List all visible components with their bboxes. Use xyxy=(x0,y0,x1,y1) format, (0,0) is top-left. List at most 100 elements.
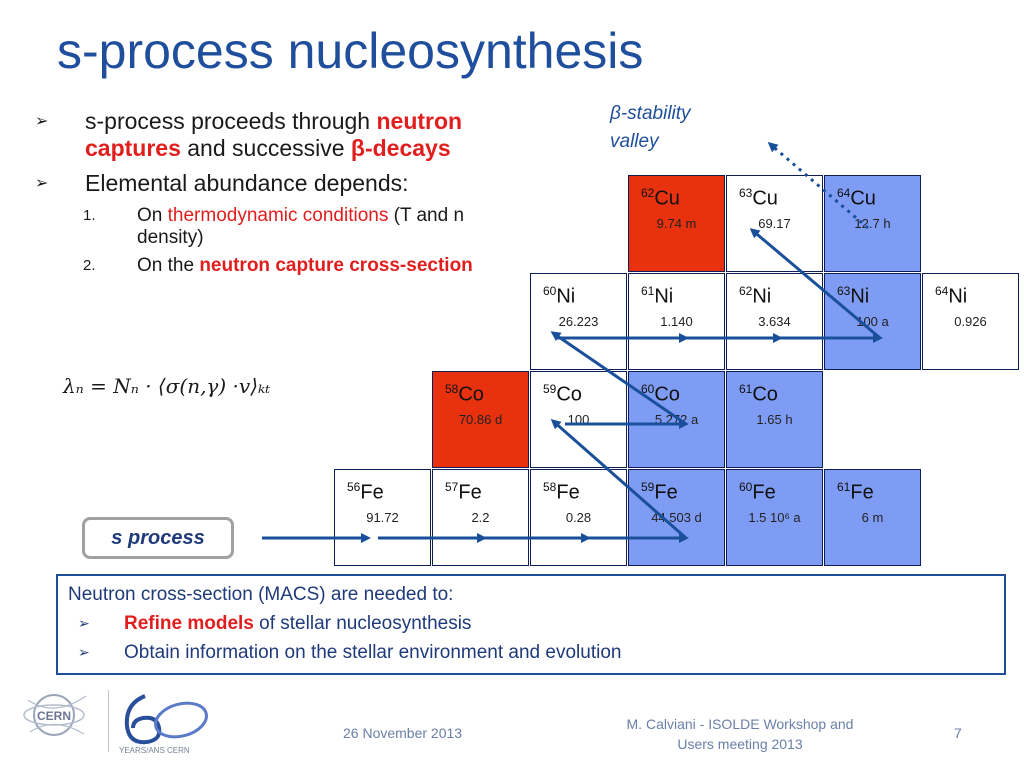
info-text: Obtain information on the stellar enviro… xyxy=(124,642,622,663)
info-item: ➢ Refine models of stellar nucleosynthes… xyxy=(68,609,994,638)
decay-arrow-ni63-cu63 xyxy=(749,228,881,340)
nuclide-symbol: 60Ni xyxy=(543,284,575,309)
element-symbol: Co xyxy=(654,383,680,406)
bullet-text: and successive xyxy=(180,135,351,161)
element-symbol: Co xyxy=(458,383,484,406)
info-text: of stellar nucleosynthesis xyxy=(253,613,472,634)
nuclide-value: 70.86 d xyxy=(458,412,503,427)
nuclide-cell-fe58: 58Fe 0.28 xyxy=(530,469,627,566)
nuclide-symbol: 62Cu xyxy=(641,186,680,211)
bullet-highlight: β-decays xyxy=(350,135,451,161)
nuclide-symbol: 61Co xyxy=(739,382,778,407)
nuclide-value: 6 m xyxy=(861,510,884,525)
element-symbol: Cu xyxy=(850,187,876,210)
item-text: On the xyxy=(137,255,200,276)
item-number: 1. xyxy=(83,207,96,224)
nuclide-value: 9.74 m xyxy=(656,216,697,231)
mass-number: 61 xyxy=(739,382,753,396)
info-item: ➢ Obtain information on the stellar envi… xyxy=(68,638,994,667)
nuclide-value: 0.28 xyxy=(565,510,592,525)
nuclide-symbol: 56Fe xyxy=(347,480,384,505)
nuclide-symbol: 57Fe xyxy=(445,480,482,505)
nuclide-value: 1.140 xyxy=(660,314,693,329)
nuclide-symbol: 60Fe xyxy=(739,480,776,505)
mass-number: 57 xyxy=(445,480,459,494)
nuclide-symbol: 63Cu xyxy=(739,186,778,211)
element-symbol: Ni xyxy=(752,285,772,308)
mass-number: 59 xyxy=(543,382,557,396)
stability-valley-label: β-stability valley xyxy=(610,100,691,156)
mass-number: 61 xyxy=(837,480,851,494)
element-symbol: Ni xyxy=(850,285,870,308)
nuclide-cell-fe61: 61Fe 6 m xyxy=(824,469,921,566)
nuclide-symbol: 58Co xyxy=(445,382,484,407)
mass-number: 56 xyxy=(347,480,361,494)
slide-date: 26 November 2013 xyxy=(343,725,463,741)
mass-number: 58 xyxy=(445,382,459,396)
mass-number: 64 xyxy=(935,284,949,298)
nuclide-cell-ni60: 60Ni 26.223 xyxy=(530,273,627,370)
arrow-bullet-icon: ➢ xyxy=(35,175,49,192)
element-symbol: Fe xyxy=(556,481,580,504)
nuclide-symbol: 58Fe xyxy=(543,480,580,505)
element-symbol: Ni xyxy=(654,285,674,308)
nuclide-symbol: 59Co xyxy=(543,382,582,407)
info-intro: Neutron cross-section (MACS) are needed … xyxy=(68,584,454,605)
nuclide-cell-ni62: 62Ni 3.634 xyxy=(726,273,823,370)
footer-line: M. Calviani - ISOLDE Workshop and xyxy=(626,716,854,732)
numbered-item: 1. On thermodynamic conditions (T and n … xyxy=(35,205,515,249)
element-symbol: Fe xyxy=(752,481,776,504)
nuclide-value: 0.926 xyxy=(954,314,987,329)
decay-arrow-fe59-co59 xyxy=(550,419,687,540)
arrow-bullet-icon: ➢ xyxy=(35,113,49,130)
mass-number: 62 xyxy=(739,284,753,298)
nuclide-symbol: 64Cu xyxy=(837,186,876,211)
element-symbol: Co xyxy=(752,383,778,406)
mass-number: 64 xyxy=(837,186,851,200)
stability-label-line: valley xyxy=(610,131,659,152)
nuclide-value: 26.223 xyxy=(558,314,599,329)
rate-formula: λₙ = Nₙ · ⟨σ(n,γ) ·v⟩ₖₜ xyxy=(63,374,271,398)
element-symbol: Fe xyxy=(654,481,678,504)
item-highlight: thermodynamic conditions xyxy=(167,205,389,226)
page-title: s-process nucleosynthesis xyxy=(57,23,644,79)
item-text: (T and n density) xyxy=(137,205,465,248)
arrow-bullet-icon: ➢ xyxy=(78,644,90,660)
item-number: 2. xyxy=(83,257,96,274)
svg-text:CERN: CERN xyxy=(37,709,71,723)
nuclide-symbol: 61Fe xyxy=(837,480,874,505)
element-symbol: Cu xyxy=(654,187,680,210)
item-text: On xyxy=(137,205,168,226)
nuclide-cell-ni64: 64Ni 0.926 xyxy=(922,273,1019,370)
nuclide-symbol: 63Ni xyxy=(837,284,869,309)
item-highlight: neutron capture cross-section xyxy=(199,255,473,276)
bullet-highlight: neutron captures xyxy=(85,108,463,161)
logo-divider xyxy=(108,690,109,752)
stability-label-line: β-stability xyxy=(610,103,691,124)
element-symbol: Ni xyxy=(948,285,968,308)
nuclide-value: 3.634 xyxy=(758,314,791,329)
page-number: 7 xyxy=(954,725,962,741)
nuclide-value: 91.72 xyxy=(366,510,399,525)
svg-text:YEARS/ANS CERN: YEARS/ANS CERN xyxy=(119,746,190,755)
element-symbol: Co xyxy=(556,383,582,406)
mass-number: 60 xyxy=(641,382,655,396)
mass-number: 62 xyxy=(641,186,655,200)
mass-number: 63 xyxy=(739,186,753,200)
mass-number: 60 xyxy=(543,284,557,298)
decay-arrow-co60-ni60 xyxy=(550,331,687,426)
mass-number: 63 xyxy=(837,284,851,298)
nuclide-symbol: 60Co xyxy=(641,382,680,407)
nuclide-symbol: 64Ni xyxy=(935,284,967,309)
numbered-item: 2. On the neutron capture cross-section xyxy=(35,255,515,277)
footer-line: Users meeting 2013 xyxy=(677,736,803,752)
